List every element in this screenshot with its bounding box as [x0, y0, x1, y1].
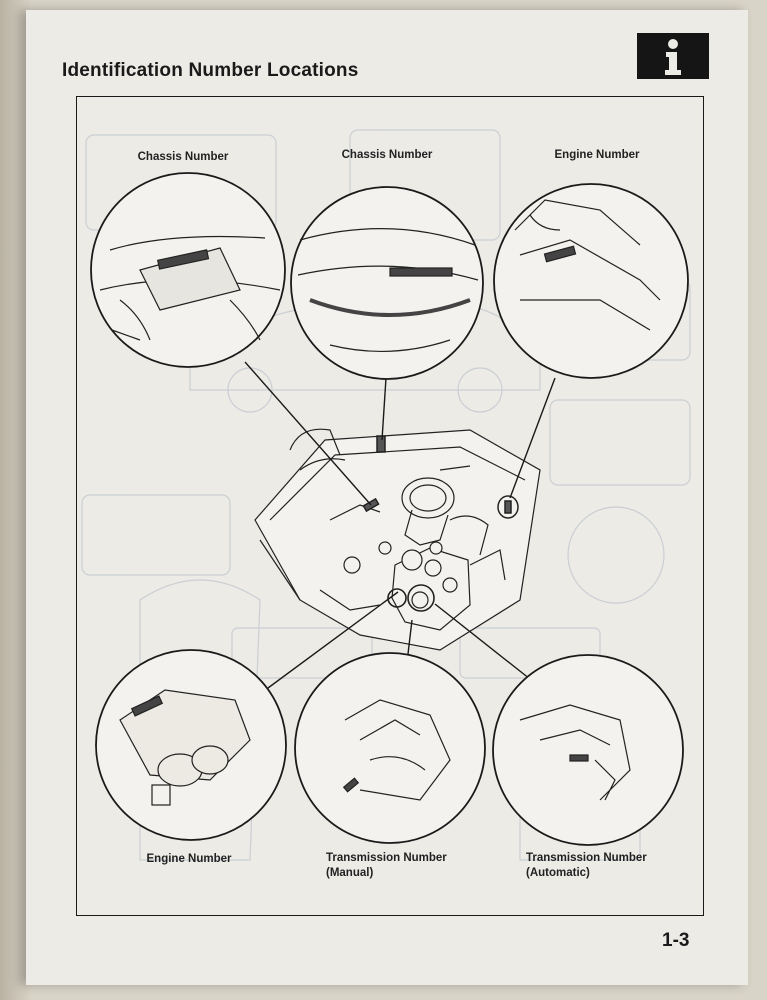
detail-circle-chassis-center: [290, 186, 484, 380]
detail-circle-engine-top: [493, 183, 689, 379]
engine-bay-illustration: [254, 428, 541, 651]
page-title: Identification Number Locations: [62, 60, 359, 81]
label-chassis-number-center: Chassis Number: [341, 149, 433, 161]
label-transmission-automatic-line1: Transmission Number: [526, 852, 647, 864]
label-transmission-automatic-line2: (Automatic): [526, 867, 590, 879]
detail-circle-chassis-left: [90, 172, 286, 368]
detail-circle-engine-bottom: [95, 649, 287, 841]
label-engine-number-bottom: Engine Number: [146, 853, 232, 865]
label-chassis-number-left: Chassis Number: [137, 151, 229, 163]
label-engine-number-top: Engine Number: [554, 149, 640, 161]
page-number: 1-3: [662, 930, 690, 951]
info-icon: [665, 39, 681, 75]
label-transmission-manual-line1: Transmission Number: [326, 852, 447, 864]
info-section-tab: [637, 33, 709, 79]
transmission-cluster: [387, 541, 471, 631]
label-transmission-manual: Transmission Number (Manual): [326, 851, 466, 881]
leader-lines: [244, 361, 556, 689]
book-spine: [0, 0, 30, 1000]
diagram-frame: [76, 96, 704, 916]
detail-circle-transmission-automatic: [492, 654, 684, 846]
label-transmission-automatic: Transmission Number (Automatic): [526, 851, 666, 881]
label-transmission-manual-line2: (Manual): [326, 867, 374, 879]
detail-circle-transmission-manual: [294, 652, 486, 844]
